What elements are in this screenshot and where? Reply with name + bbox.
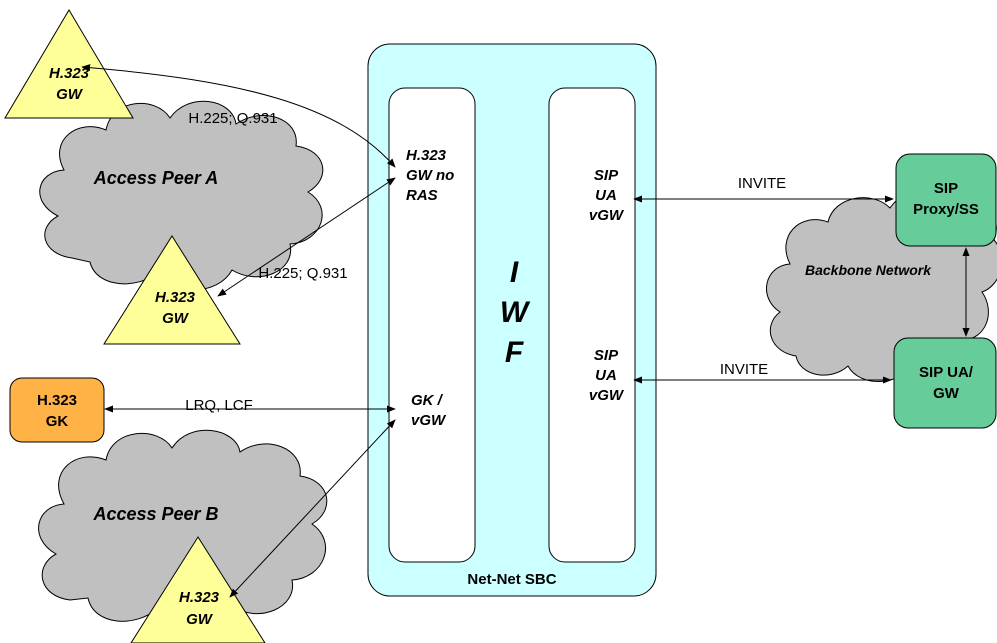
sip-ua-gw-line2: GW <box>933 385 960 402</box>
gw-bottom-b-line1: H.323 <box>179 589 220 606</box>
link-bottom-gw-b <box>229 419 396 598</box>
link-top-gw-a-label: H.225; Q.931 <box>188 110 277 127</box>
link-top-gw-a <box>81 64 396 168</box>
h323-gw-bottom-a <box>103 235 241 345</box>
link-invite-lower-label: INVITE <box>720 361 768 378</box>
h323-gk-box <box>9 377 105 443</box>
sip-proxy-line1: SIP <box>934 180 958 197</box>
gk-line2: GK <box>46 413 69 430</box>
gk-vgw-line2: vGW <box>411 412 447 429</box>
sip-lower-line3: vGW <box>589 387 625 404</box>
gw-bottom-a-line1: H.323 <box>155 289 196 306</box>
link-invite-upper-label: INVITE <box>738 175 786 192</box>
iwf-letter-i: I <box>510 256 519 289</box>
h323-gw-no-ras-line1: H.323 <box>406 147 447 164</box>
gk-vgw-line1: GK / <box>411 392 444 409</box>
gw-bottom-a-line2: GW <box>162 310 190 327</box>
link-bottom-gw-a-label: H.225; Q.931 <box>258 265 347 282</box>
h323-gw-no-ras-line2: GW no <box>406 167 454 184</box>
sip-lower-line2: UA <box>595 367 617 384</box>
sip-module <box>548 87 636 563</box>
sip-lower-line1: SIP <box>594 347 619 364</box>
gw-top-a-line1: H.323 <box>49 65 90 82</box>
access-peer-b-label: Access Peer B <box>92 504 218 524</box>
iwf-letter-w: W <box>500 296 531 329</box>
access-peer-a-label: Access Peer A <box>93 168 218 188</box>
h323-gw-no-ras-line3: RAS <box>406 187 438 204</box>
sip-proxy-line2: Proxy/SS <box>913 201 979 218</box>
sip-ua-gw-box <box>893 337 997 429</box>
gw-bottom-b-line2: GW <box>186 611 214 628</box>
sip-upper-line1: SIP <box>594 167 619 184</box>
link-gk-label: LRQ, LCF <box>185 397 253 414</box>
sip-proxy-box <box>895 153 997 247</box>
sip-upper-line2: UA <box>595 187 617 204</box>
gw-top-a-line2: GW <box>56 86 84 103</box>
sip-upper-line3: vGW <box>589 207 625 224</box>
net-net-sbc-label: Net-Net SBC <box>467 571 556 588</box>
gk-line1: H.323 <box>37 392 77 409</box>
iwf-letter-f: F <box>505 336 524 369</box>
sip-ua-gw-line1: SIP UA/ <box>919 364 974 381</box>
backbone-label: Backbone Network <box>805 262 932 278</box>
h323-module <box>388 87 476 563</box>
link-bottom-gw-a <box>217 177 396 297</box>
